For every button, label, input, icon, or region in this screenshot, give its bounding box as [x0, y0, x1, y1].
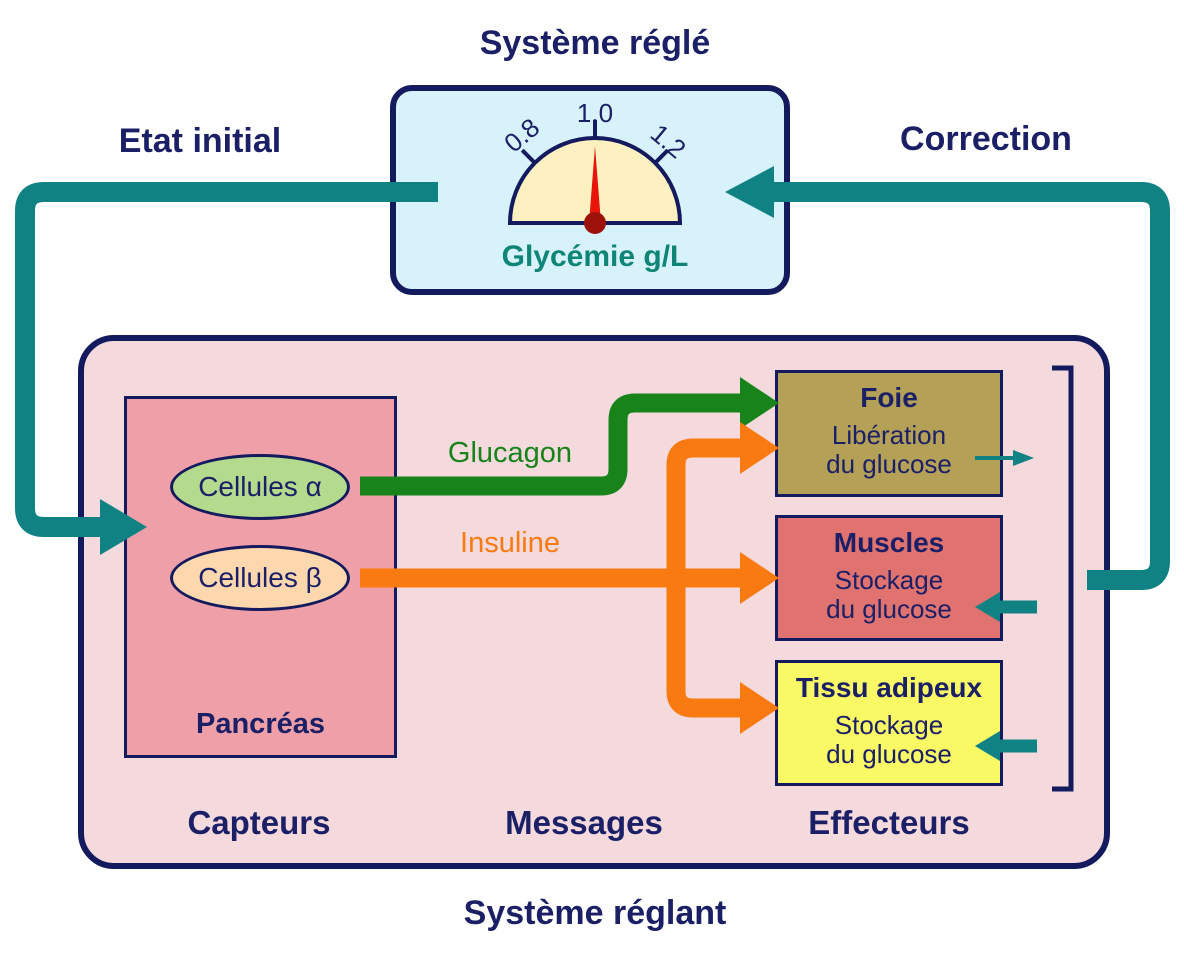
- muscles-action-line1: Stockage: [834, 565, 944, 595]
- adipose-action-line2: du glucose: [826, 739, 952, 770]
- regulating-system-title: Système réglant: [463, 894, 727, 932]
- regulated-system-title: Système réglé: [479, 24, 711, 62]
- initial-state-label: Etat initial: [118, 122, 282, 160]
- effecteurs-label: Effecteurs: [808, 804, 970, 841]
- muscles-box: Muscles Stockage du glucose: [775, 515, 1003, 641]
- adipose-tissue-title: Tissu adipeux: [795, 672, 983, 703]
- beta-cells-label: Cellules β: [198, 562, 322, 593]
- muscles-action-line2: du glucose: [826, 594, 952, 625]
- insuline-label: Insuline: [460, 527, 560, 559]
- messages-label: Messages: [505, 804, 663, 841]
- adipose-tissue-box: Tissu adipeux Stockage du glucose: [775, 660, 1003, 786]
- alpha-cells-ellipse: Cellules α: [170, 454, 350, 520]
- beta-cells-ellipse: Cellules β: [170, 545, 350, 611]
- alpha-cells-label: Cellules α: [198, 471, 322, 502]
- muscles-title: Muscles: [833, 527, 945, 558]
- correction-label: Correction: [900, 120, 1072, 158]
- gauge-unit-label: Glycémie g/L: [501, 240, 689, 273]
- foie-action-line2: du glucose: [826, 449, 952, 480]
- foie-box: Foie Libération du glucose: [775, 370, 1003, 497]
- gauge-tick-label-mid: 1.0: [576, 98, 614, 128]
- foie-action-line1: Libération: [831, 420, 947, 450]
- adipose-action-line1: Stockage: [834, 710, 944, 740]
- pancreas-label: Pancréas: [196, 708, 325, 740]
- glucagon-label: Glucagon: [447, 437, 573, 469]
- foie-title: Foie: [860, 382, 918, 413]
- capteurs-label: Capteurs: [187, 804, 331, 841]
